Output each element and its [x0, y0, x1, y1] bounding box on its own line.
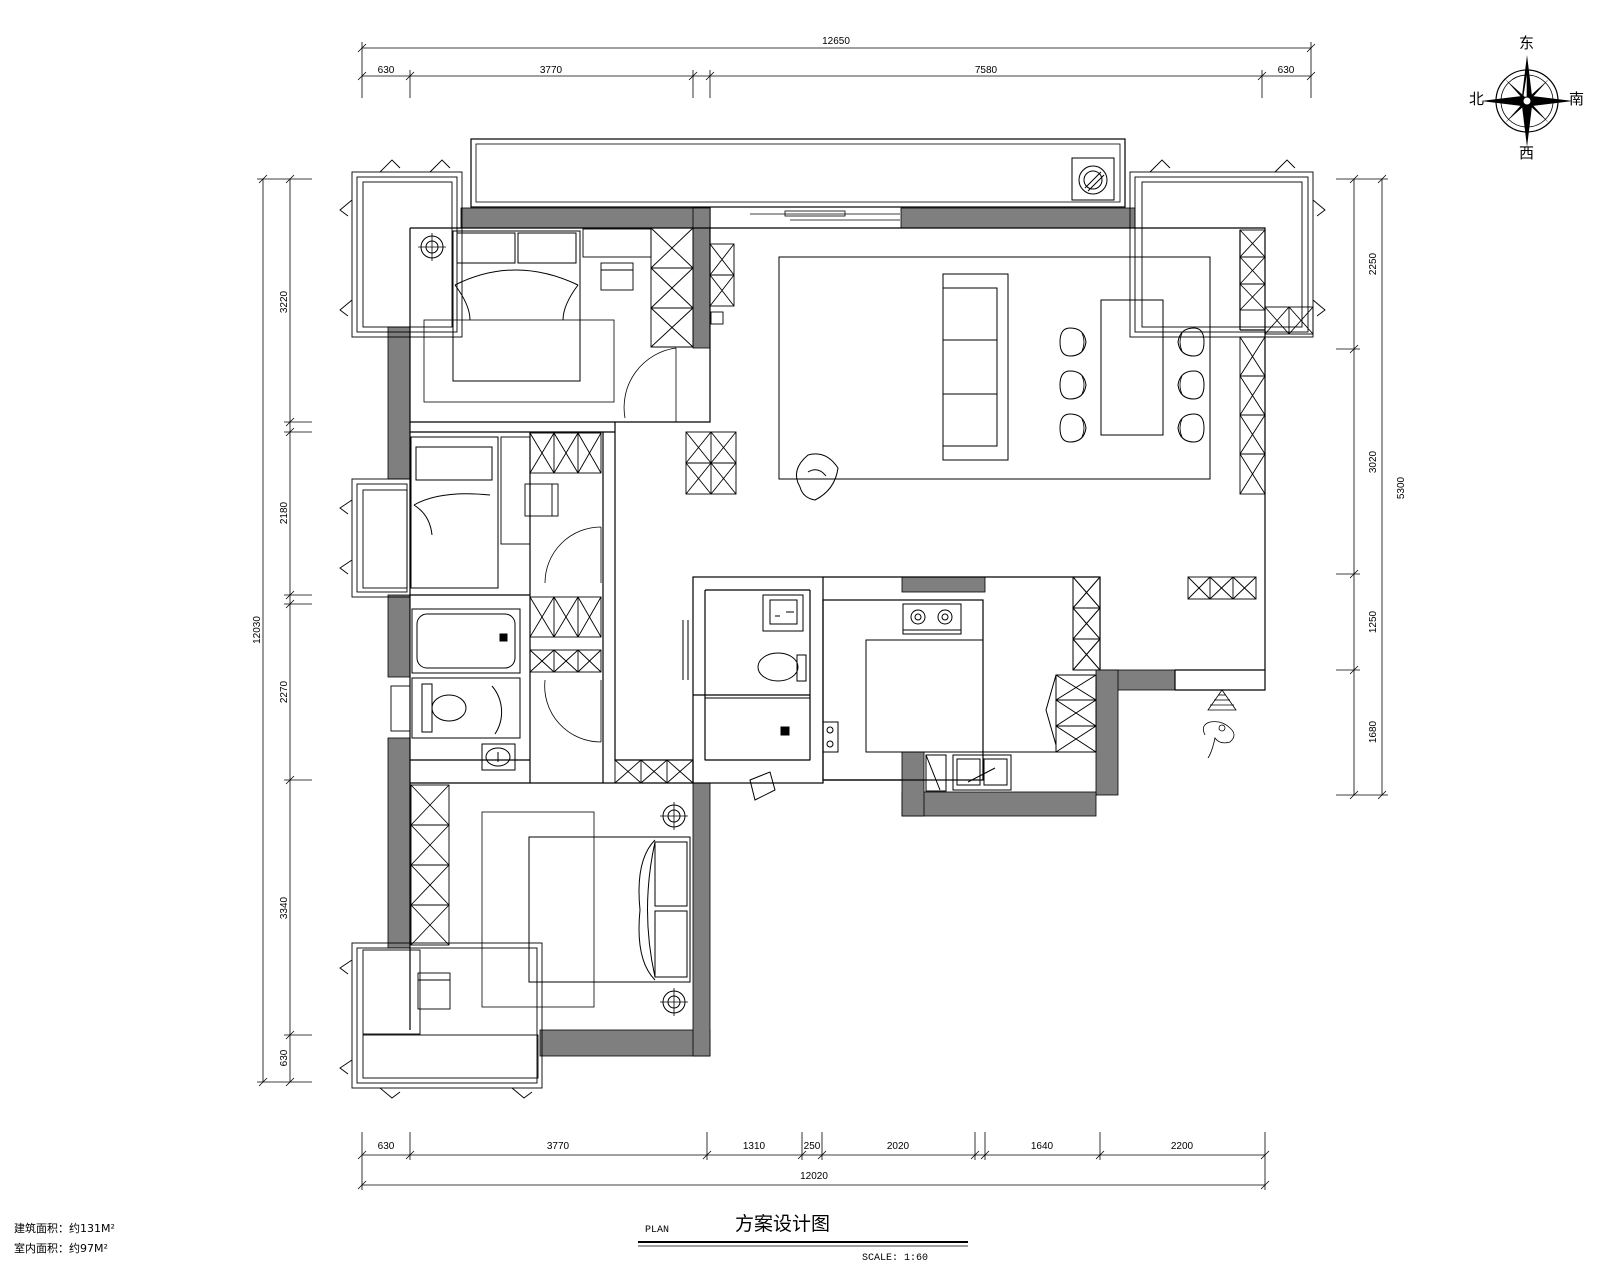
entrance-arrow-icon [1202, 689, 1237, 759]
dim-top-4: 630 [1278, 65, 1295, 76]
wardrobe-icon [410, 784, 450, 946]
drawing-scale: SCALE: 1:60 [862, 1253, 928, 1264]
wardrobe-icon [685, 431, 737, 495]
bed-icon [481, 811, 691, 1008]
door-master [623, 347, 677, 422]
sofa-icon [942, 273, 1009, 461]
stove-icon [902, 603, 962, 635]
desk [500, 436, 559, 545]
building-area: 建筑面积：约131M² [14, 1221, 115, 1235]
washing-machine-icon [1071, 157, 1115, 201]
dim-left-2: 2180 [279, 501, 290, 524]
wardrobe-icon [709, 243, 735, 325]
wardrobe-icon [650, 227, 694, 348]
interior-area: 室内面积：约97M² [14, 1241, 108, 1255]
dim-bottom-3: 1310 [743, 1141, 766, 1152]
compass-north: 北 [1469, 90, 1484, 108]
wardrobe-icon [529, 432, 694, 784]
chair-icon [1059, 327, 1205, 443]
lamp-icon [417, 232, 447, 262]
dining-table-icon [1100, 299, 1164, 436]
dim-bottom-2: 3770 [547, 1141, 570, 1152]
interior-walls [409, 227, 1266, 1030]
right-dimension [1336, 174, 1388, 800]
sink-icon [925, 754, 1012, 792]
living-rug [778, 256, 1211, 480]
compass-rose-icon [1481, 55, 1573, 147]
compass-west: 西 [1519, 144, 1534, 162]
dim-left-1: 3220 [279, 290, 290, 313]
door-bedroom2 [544, 526, 602, 743]
compass-south: 南 [1569, 90, 1584, 108]
lamp-icon [659, 987, 689, 1017]
dim-left-total: 12030 [252, 616, 263, 644]
dim-bottom-6: 1640 [1031, 1141, 1054, 1152]
dim-bottom-total: 12020 [800, 1171, 828, 1182]
dim-bottom-4: 250 [804, 1141, 821, 1152]
dim-top-total: 12650 [822, 36, 850, 47]
desk [582, 228, 652, 291]
toilet-icon [757, 652, 807, 682]
dim-top-3: 7580 [975, 65, 998, 76]
walls [387, 207, 1176, 1057]
dim-right-total: 5300 [1396, 476, 1407, 499]
toilet-icon [411, 677, 521, 739]
sink-icon [762, 594, 804, 632]
kitchen-counter [822, 576, 1101, 753]
bathtub-icon [411, 608, 521, 674]
dim-top-1: 630 [378, 65, 395, 76]
dim-left-4: 3340 [279, 896, 290, 919]
sink-icon [481, 743, 516, 771]
plan-label: PLAN [645, 1225, 669, 1236]
bay-windows [339, 159, 1326, 1099]
wardrobe-icon [1187, 229, 1314, 600]
desk [362, 949, 451, 1035]
bed-icon [423, 230, 615, 403]
shower-area [682, 620, 811, 801]
dim-right-2: 3020 [1368, 450, 1379, 473]
left-dimension [257, 174, 312, 1087]
compass-east: 东 [1519, 34, 1534, 52]
bottom-dimension [357, 1132, 1270, 1190]
dim-left-5: 630 [279, 1049, 290, 1066]
armchair-icon [795, 453, 839, 501]
dim-right-1: 2250 [1368, 252, 1379, 275]
bed-icon [410, 436, 499, 589]
drawing-title: 方案设计图 [735, 1213, 830, 1235]
dim-top-2: 3770 [540, 65, 563, 76]
dim-bottom-1: 630 [378, 1141, 395, 1152]
top-dimension [357, 42, 1316, 98]
dim-bottom-5: 2020 [887, 1141, 910, 1152]
dim-right-3: 1250 [1368, 610, 1379, 633]
dim-right-4: 1680 [1368, 720, 1379, 743]
dim-bottom-7: 2200 [1171, 1141, 1194, 1152]
lamp-icon [659, 801, 689, 831]
dim-left-3: 2270 [279, 680, 290, 703]
top-balcony [470, 138, 1126, 228]
